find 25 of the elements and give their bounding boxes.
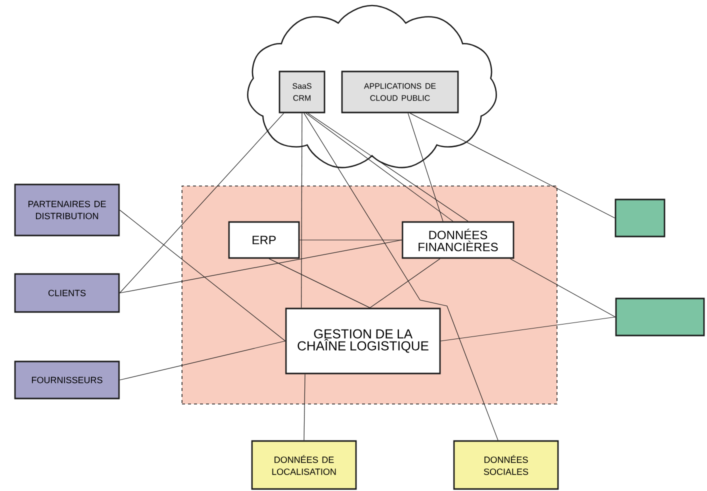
service-box: SaaS CRM (278, 70, 326, 114)
system-box: DONNÉES FINANCIÈRES (402, 221, 514, 259)
connector-line (268, 258, 370, 308)
platform-box (615, 298, 705, 336)
partner-box: PARTENAIRES DE DISTRIBUTION (14, 184, 120, 236)
connector-line (304, 374, 306, 441)
data-box: DONNÉES DE LOCALISATION (251, 440, 357, 490)
connector-line (370, 258, 440, 308)
partner-box: CLIENTS (14, 273, 120, 313)
connector-line (119, 210, 286, 342)
connector-line (408, 112, 444, 222)
connector-line (119, 340, 286, 380)
system-box: ERP (228, 221, 300, 259)
connector-line (119, 112, 284, 294)
service-box: APPLICATIONS DE CLOUD PUBLIC (341, 70, 459, 114)
connector-line (301, 112, 302, 308)
connector-line (410, 112, 616, 218)
data-box: DONNÉES SOCIALES (453, 440, 559, 490)
partner-box: FOURNISSEURS (14, 360, 120, 400)
system-box: GESTION DE LA CHAÎNE LOGISTIQUE (285, 308, 441, 374)
platform-box (614, 198, 666, 238)
connector-line (510, 258, 616, 318)
connector-line (119, 240, 402, 294)
connector-line (304, 112, 498, 441)
connector-line (440, 316, 616, 342)
